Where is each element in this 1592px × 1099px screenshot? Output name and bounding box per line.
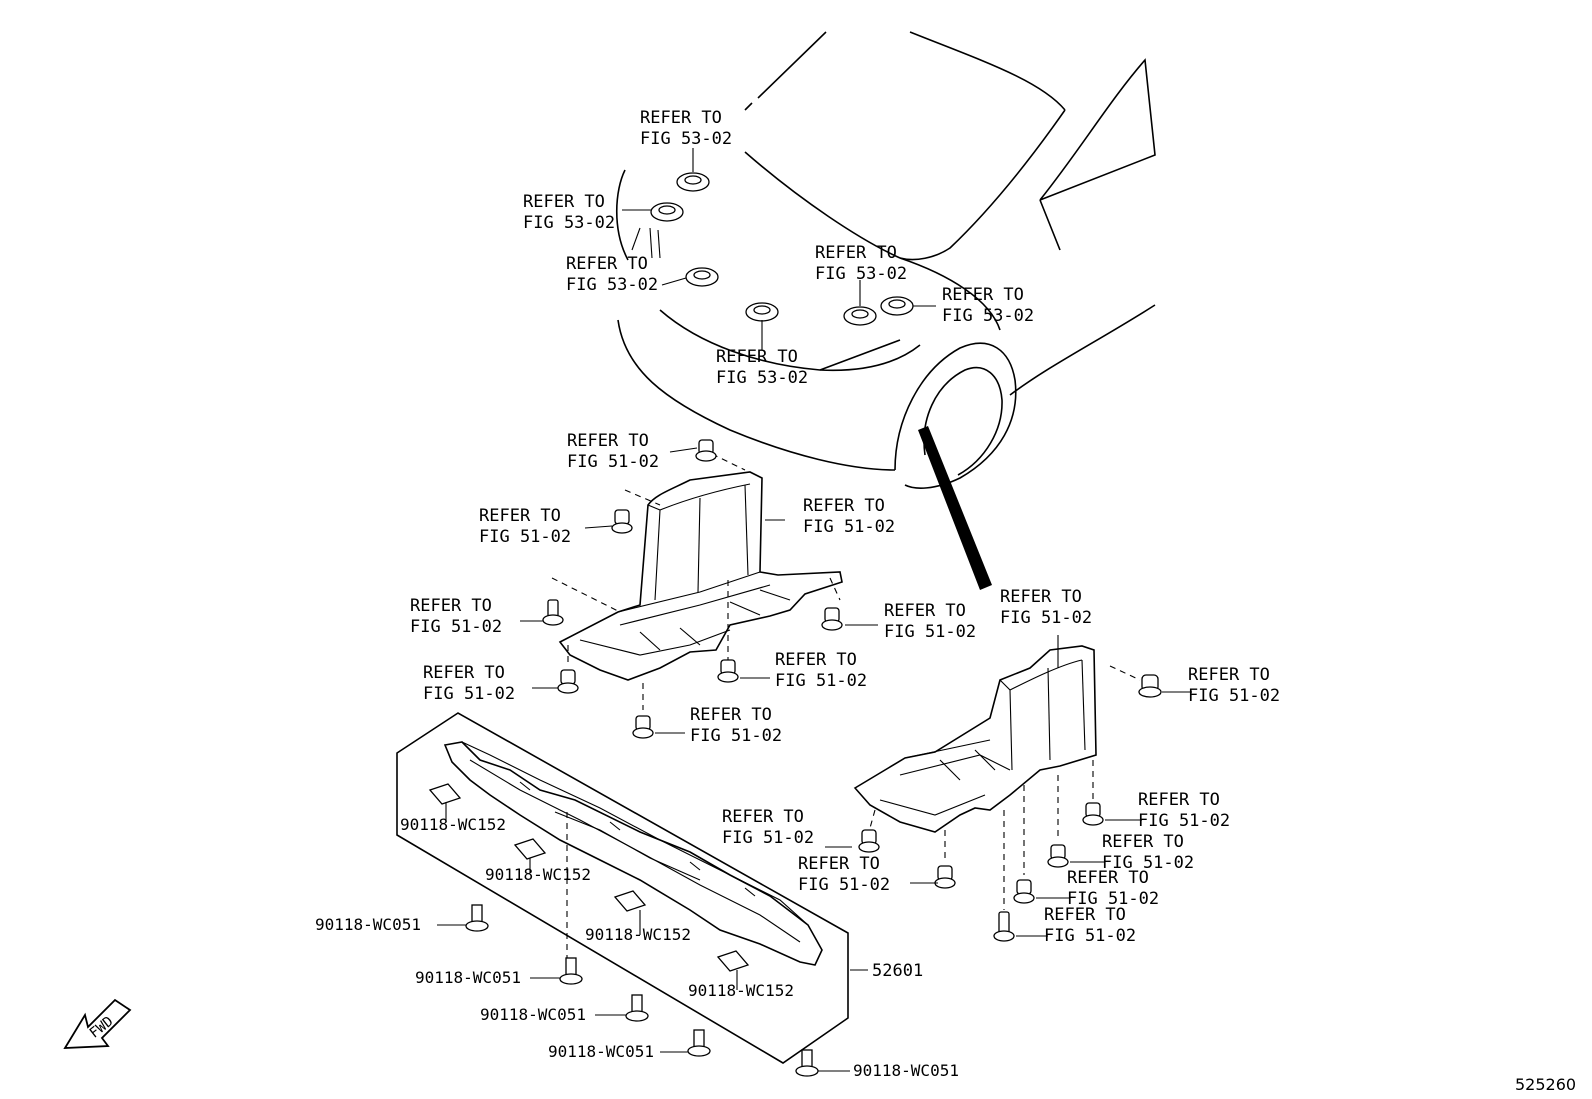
refer-label-r4: REFER TO FIG 53-02 bbox=[815, 243, 907, 284]
svg-text:FIG 51-02: FIG 51-02 bbox=[1138, 811, 1230, 831]
refer-label-r6: REFER TO FIG 53-02 bbox=[716, 347, 808, 388]
fwd-arrow: FWD bbox=[63, 998, 132, 1049]
part-number-clip-3: 90118-WC152 bbox=[585, 925, 691, 944]
front-shield-leaders bbox=[520, 447, 878, 734]
clip-2 bbox=[513, 838, 547, 860]
svg-text:FIG 51-02: FIG 51-02 bbox=[410, 617, 502, 637]
svg-text:FIG 51-02: FIG 51-02 bbox=[1044, 926, 1136, 946]
svg-text:REFER TO: REFER TO bbox=[479, 506, 561, 526]
grommet-group bbox=[650, 172, 914, 326]
inner-fender-shield bbox=[853, 645, 1097, 833]
refer-label-r2: REFER TO FIG 53-02 bbox=[523, 192, 615, 233]
front-splash-shield bbox=[558, 471, 843, 681]
part-number-cover: 52601 bbox=[872, 961, 923, 981]
refer-label-r11: REFER TO FIG 51-02 bbox=[884, 601, 976, 642]
refer-label-r13: REFER TO FIG 51-02 bbox=[775, 650, 867, 691]
cover-frame bbox=[396, 712, 849, 1064]
svg-text:REFER TO: REFER TO bbox=[716, 347, 798, 367]
svg-text:REFER TO: REFER TO bbox=[423, 663, 505, 683]
clip-1 bbox=[428, 783, 462, 805]
svg-text:FIG 51-02: FIG 51-02 bbox=[1102, 853, 1194, 873]
svg-text:REFER TO: REFER TO bbox=[1000, 587, 1082, 607]
illustration-number: 525260 bbox=[1515, 1075, 1576, 1094]
svg-text:FIG 51-02: FIG 51-02 bbox=[690, 726, 782, 746]
refer-label-r3: REFER TO FIG 53-02 bbox=[566, 254, 658, 295]
part-number-clip-4: 90118-WC152 bbox=[688, 981, 794, 1000]
refer-label-r9: REFER TO FIG 51-02 bbox=[803, 496, 895, 537]
refer-label-r12: REFER TO FIG 51-02 bbox=[423, 663, 515, 704]
svg-text:FIG 53-02: FIG 53-02 bbox=[815, 264, 907, 284]
vehicle-front-outline bbox=[615, 31, 1156, 590]
part-number-bolt-4: 90118-WC051 bbox=[548, 1042, 654, 1061]
svg-text:FIG 53-02: FIG 53-02 bbox=[942, 306, 1034, 326]
clip-3 bbox=[613, 890, 647, 912]
svg-text:FIG 53-02: FIG 53-02 bbox=[523, 213, 615, 233]
refer-label-r16: REFER TO FIG 51-02 bbox=[1188, 665, 1280, 706]
svg-text:REFER TO: REFER TO bbox=[566, 254, 648, 274]
svg-text:FIG 51-02: FIG 51-02 bbox=[567, 452, 659, 472]
clip-4 bbox=[716, 950, 750, 972]
svg-text:REFER TO: REFER TO bbox=[815, 243, 897, 263]
svg-text:FIG 51-02: FIG 51-02 bbox=[775, 671, 867, 691]
inner-fender-fasteners bbox=[858, 674, 1162, 942]
refer-label-r22: REFER TO FIG 51-02 bbox=[1044, 905, 1136, 946]
front-shield-dashed-lines bbox=[551, 453, 841, 710]
refer-label-r10: REFER TO FIG 51-02 bbox=[410, 596, 502, 637]
refer-label-r21: REFER TO FIG 51-02 bbox=[1067, 868, 1159, 909]
svg-text:FIG 51-02: FIG 51-02 bbox=[1067, 889, 1159, 909]
refer-label-r1: REFER TO FIG 53-02 bbox=[640, 108, 732, 149]
part-number-clip-2: 90118-WC152 bbox=[485, 865, 591, 884]
svg-text:FIG 51-02: FIG 51-02 bbox=[803, 517, 895, 537]
refer-label-r14: REFER TO FIG 51-02 bbox=[690, 705, 782, 746]
svg-text:FIG 53-02: FIG 53-02 bbox=[566, 275, 658, 295]
svg-text:REFER TO: REFER TO bbox=[1044, 905, 1126, 925]
refer-label-r18: REFER TO FIG 51-02 bbox=[722, 807, 814, 848]
svg-text:FIG 51-02: FIG 51-02 bbox=[798, 875, 890, 895]
svg-text:FIG 51-02: FIG 51-02 bbox=[1000, 608, 1092, 628]
part-number-bolt-5: 90118-WC051 bbox=[853, 1061, 959, 1080]
svg-text:REFER TO: REFER TO bbox=[1067, 868, 1149, 888]
refer-label-r17: REFER TO FIG 51-02 bbox=[1138, 790, 1230, 831]
refer-label-r20: REFER TO FIG 51-02 bbox=[798, 854, 890, 895]
inner-fender-dashed-lines bbox=[869, 635, 1141, 910]
cover-clips bbox=[428, 783, 750, 972]
svg-text:REFER TO: REFER TO bbox=[798, 854, 880, 874]
engine-under-cover bbox=[396, 712, 849, 1064]
inner-fender-leaders bbox=[825, 691, 1192, 937]
svg-text:REFER TO: REFER TO bbox=[640, 108, 722, 128]
svg-text:FIG 51-02: FIG 51-02 bbox=[479, 527, 571, 547]
svg-text:REFER TO: REFER TO bbox=[567, 431, 649, 451]
svg-text:FIG 51-02: FIG 51-02 bbox=[423, 684, 515, 704]
svg-text:REFER TO: REFER TO bbox=[1188, 665, 1270, 685]
refer-label-r7: REFER TO FIG 51-02 bbox=[567, 431, 659, 472]
cover-bolts bbox=[465, 904, 819, 1077]
refer-label-r8: REFER TO FIG 51-02 bbox=[479, 506, 571, 547]
svg-text:REFER TO: REFER TO bbox=[722, 807, 804, 827]
svg-text:REFER TO: REFER TO bbox=[1102, 832, 1184, 852]
grommet-leaders bbox=[622, 148, 936, 350]
part-number-bolt-2: 90118-WC051 bbox=[415, 968, 521, 987]
refer-label-r5: REFER TO FIG 53-02 bbox=[942, 285, 1034, 326]
svg-text:REFER TO: REFER TO bbox=[775, 650, 857, 670]
svg-text:REFER TO: REFER TO bbox=[523, 192, 605, 212]
svg-text:FIG 53-02: FIG 53-02 bbox=[716, 368, 808, 388]
svg-text:REFER TO: REFER TO bbox=[942, 285, 1024, 305]
refer-label-r15: REFER TO FIG 51-02 bbox=[1000, 587, 1092, 628]
cover-leaders bbox=[437, 802, 868, 1072]
svg-text:REFER TO: REFER TO bbox=[410, 596, 492, 616]
front-shield-fasteners bbox=[542, 439, 843, 739]
svg-text:FIG 51-02: FIG 51-02 bbox=[884, 622, 976, 642]
svg-text:FIG 51-02: FIG 51-02 bbox=[722, 828, 814, 848]
svg-text:REFER TO: REFER TO bbox=[803, 496, 885, 516]
svg-text:FIG 51-02: FIG 51-02 bbox=[1188, 686, 1280, 706]
svg-text:REFER TO: REFER TO bbox=[1138, 790, 1220, 810]
part-number-clip-1: 90118-WC152 bbox=[400, 815, 506, 834]
refer-label-r19: REFER TO FIG 51-02 bbox=[1102, 832, 1194, 873]
svg-text:FIG 53-02: FIG 53-02 bbox=[640, 129, 732, 149]
part-number-bolt-3: 90118-WC051 bbox=[480, 1005, 586, 1024]
part-number-bolt-1: 90118-WC051 bbox=[315, 915, 421, 934]
svg-text:REFER TO: REFER TO bbox=[690, 705, 772, 725]
svg-text:REFER TO: REFER TO bbox=[884, 601, 966, 621]
